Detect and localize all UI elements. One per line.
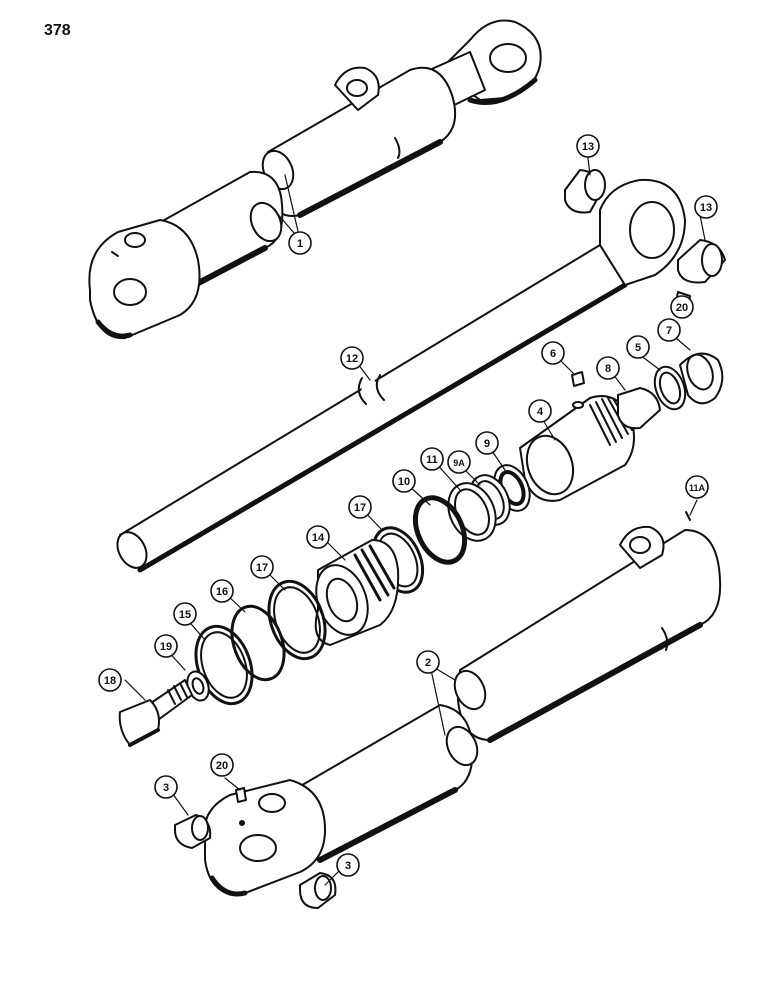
assembled-cylinder — [88, 19, 542, 340]
bottom-barrel-upper — [453, 511, 722, 743]
callout-13-upper: 13 — [582, 141, 594, 153]
page-number: 378 — [44, 22, 71, 39]
piston-rod — [116, 178, 686, 573]
wiper-7 — [679, 352, 724, 405]
callout-8: 8 — [605, 363, 611, 375]
bushing-13-upper — [564, 169, 606, 214]
callout-7: 7 — [666, 325, 672, 337]
wear-ring-8 — [617, 387, 661, 430]
cylinder-head-gland — [519, 395, 635, 502]
bottom-base-clevis — [203, 779, 326, 897]
callout-6: 6 — [550, 348, 556, 360]
bushing-3-right — [299, 872, 337, 909]
callout-19: 19 — [160, 641, 172, 653]
callout-14: 14 — [312, 532, 325, 544]
callout-leaders — [124, 157, 706, 886]
bushing-3-left — [174, 814, 212, 849]
callout-4: 4 — [537, 406, 544, 418]
base-clevis — [88, 219, 201, 340]
seal-16 — [230, 604, 286, 682]
callout-20-lower: 20 — [216, 760, 228, 772]
callout-9: 9 — [484, 438, 490, 450]
callout-3-left: 3 — [163, 782, 169, 794]
callout-16: 16 — [216, 586, 228, 598]
piston-bolt-18 — [118, 679, 193, 747]
seal-5 — [653, 365, 687, 411]
callout-1: 1 — [297, 238, 303, 250]
o-ring-10 — [412, 495, 468, 565]
callout-11a: 11A — [689, 483, 706, 493]
callout-17-right: 17 — [354, 502, 366, 514]
callout-10: 10 — [398, 476, 410, 488]
washer-19 — [186, 670, 210, 702]
callout-17-left: 17 — [256, 562, 268, 574]
callout-2: 2 — [425, 657, 431, 669]
callout-11: 11 — [426, 454, 438, 466]
callout-12: 12 — [346, 353, 358, 365]
callout-20-upper: 20 — [676, 302, 688, 314]
callout-18: 18 — [104, 675, 116, 687]
callout-9a: 9A — [453, 458, 465, 468]
callout-labels: 1 12 13 13 20 6 7 5 8 4 9 9A 11 10 17 14… — [104, 141, 712, 872]
callout-circles — [98, 134, 718, 877]
bushing-13-lower — [677, 239, 726, 284]
callout-3-right: 3 — [345, 860, 351, 872]
callout-13-lower: 13 — [700, 202, 712, 214]
bottom-barrel-lower — [284, 704, 479, 863]
callout-5: 5 — [635, 342, 641, 354]
upper-barrel — [261, 66, 456, 218]
callout-15: 15 — [179, 609, 191, 621]
